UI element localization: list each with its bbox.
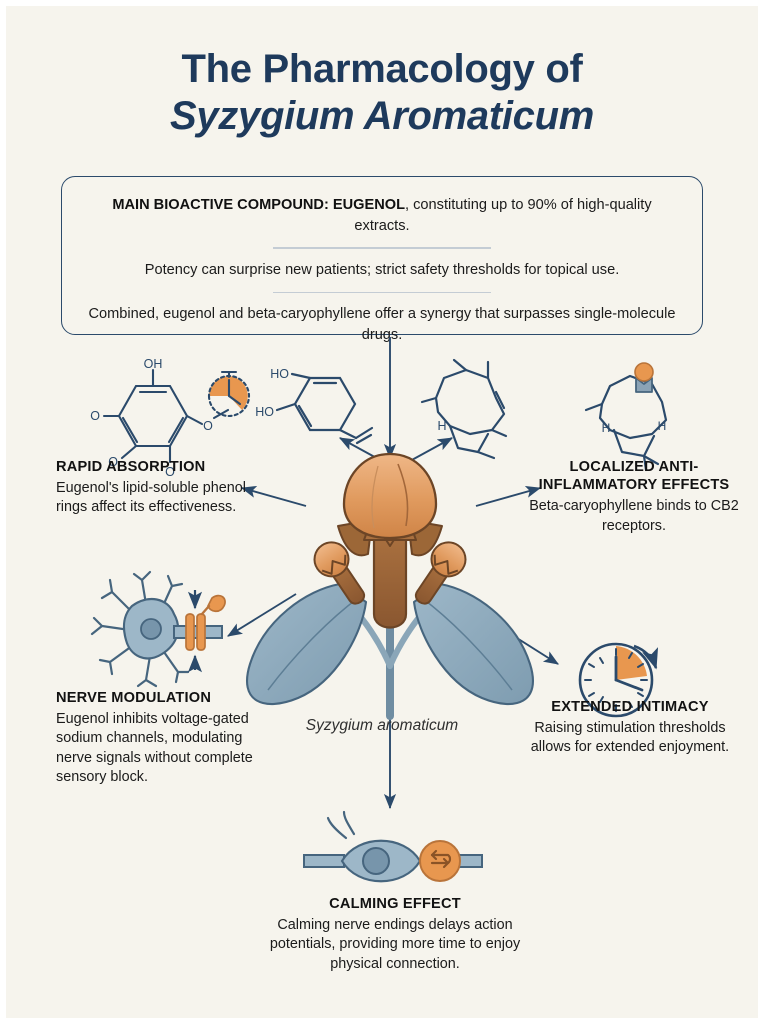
callout-localized-anti-inflammatory-effects: LOCALIZED ANTI-INFLAMMATORY EFFECTS Beta…: [526, 458, 742, 536]
callout-rapid-absorption: RAPID ABSORPTION Eugenol's lipid-soluble…: [56, 458, 271, 518]
key-fact-compound-label: MAIN BIOACTIVE COMPOUND: EUGENOL: [112, 197, 406, 213]
caryophyllene-structure-icon: H: [420, 358, 508, 460]
molecule-label-oh: OH: [144, 357, 163, 371]
key-fact-primary: MAIN BIOACTIVE COMPOUND: EUGENOL, consti…: [62, 195, 702, 236]
callout-body: Eugenol inhibits voltage-gated sodium ch…: [56, 711, 253, 785]
molecule-label-o-1: O: [90, 409, 100, 423]
key-facts-box: MAIN BIOACTIVE COMPOUND: EUGENOL, consti…: [61, 176, 703, 343]
bipolar-nerve-cell-with-exchange-icon: [303, 810, 483, 883]
callout-calming-effect: CALMING EFFECT Calming nerve endings del…: [254, 895, 536, 974]
molecule-label-ho-1: HO: [270, 367, 289, 381]
callout-title: NERVE MODULATION: [56, 690, 212, 706]
callout-nerve-modulation: NERVE MODULATION Eugenol inhibits voltag…: [56, 689, 276, 787]
infographic-poster: The Pharmacology of Syzygium Aromaticum …: [6, 6, 758, 1018]
divider-2: [273, 291, 491, 294]
molecule-label-h: H: [437, 419, 446, 433]
molecule-label-h-left: H: [602, 421, 611, 435]
callout-body: Calming nerve endings delays action pote…: [269, 917, 521, 972]
callout-body: Beta-caryophyllene binds to CB2 receptor…: [529, 498, 739, 534]
key-fact-potency: Potency can surprise new patients; stric…: [144, 261, 620, 278]
callout-title: RAPID ABSORPTION: [56, 459, 206, 475]
key-fact-synergy: Combined, eugenol and beta-caryophyllene…: [88, 306, 676, 343]
neuron-with-sodium-channel-icon: [90, 570, 226, 688]
molecule-label-h-right: H: [658, 419, 667, 433]
title-line-1: The Pharmacology of: [181, 47, 583, 91]
callout-body: Raising stimulation thresholds allows fo…: [530, 720, 730, 756]
species-caption: Syzygium aromaticum: [305, 717, 459, 734]
eugenol-structure-icon: HO HO: [255, 367, 374, 445]
callout-extended-intimacy: EXTENDED INTIMACY Raising stimulation th…: [518, 698, 742, 758]
clock-with-arrow-icon: [578, 642, 659, 718]
clove-illustration: [245, 452, 535, 720]
illustration-layer: OH O O O O HO HO: [90, 337, 668, 883]
molecule-label-o-3: O: [165, 465, 175, 479]
callout-title: LOCALIZED ANTI-INFLAMMATORY EFFECTS: [538, 459, 730, 494]
molecule-label-o-2: O: [108, 455, 118, 469]
callout-body: Eugenol's lipid-soluble phenol rings aff…: [56, 480, 246, 516]
title-line-2: Syzygium Aromaticum: [169, 94, 595, 139]
divider-1: [273, 247, 491, 249]
callout-title: CALMING EFFECT: [329, 896, 461, 912]
phenol-ring-with-stopwatch-icon: OH O O O O: [90, 357, 251, 479]
caryophyllene-bound-to-cb2-receptor-icon: H H: [584, 362, 668, 472]
key-fact-compound-detail: , constituting up to 90% of high-quality…: [354, 197, 652, 234]
molecule-label-o-4: O: [203, 419, 213, 433]
molecule-label-ho-2: HO: [255, 405, 274, 419]
callout-title: EXTENDED INTIMACY: [551, 699, 709, 715]
page-title: The Pharmacology of Syzygium Aromaticum: [6, 46, 758, 140]
